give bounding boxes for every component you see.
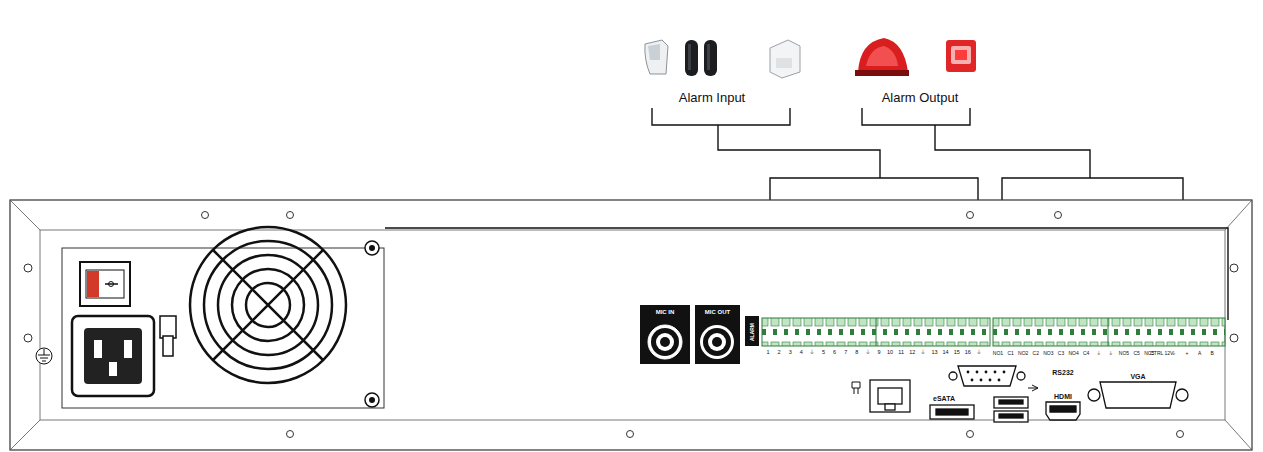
pin-label: NO3 xyxy=(1043,351,1053,356)
io-ports xyxy=(852,366,1188,422)
alarm-input-devices xyxy=(645,40,800,78)
pin-label: C5 xyxy=(1133,351,1139,356)
pin-label: 16 xyxy=(965,350,971,356)
pin-label: CTRL 12V xyxy=(1150,351,1173,356)
pin-label: NO5 xyxy=(1119,351,1129,356)
pin-label: 14 xyxy=(943,350,949,356)
panel-label: ALARM xyxy=(750,323,755,341)
pin-label: ⏚ xyxy=(977,350,981,356)
port-label: VGA xyxy=(1130,373,1145,380)
alarm-output-devices xyxy=(855,38,976,76)
pin-label: 9 xyxy=(877,350,880,356)
mic-label-box: MIC IN xyxy=(640,305,690,318)
pin-label: 10 xyxy=(887,350,893,356)
pin-label: B xyxy=(1211,351,1214,356)
pin-label: C4 xyxy=(1083,351,1089,356)
pin-label: 7 xyxy=(844,350,847,356)
pin-label: A xyxy=(1198,351,1201,356)
pin-label: 5 xyxy=(822,350,825,356)
pin-label: ⏚ xyxy=(1109,351,1113,356)
pin-label: + xyxy=(1186,351,1189,356)
pin-label: NO2 xyxy=(1018,351,1028,356)
pin-label: 1 xyxy=(766,350,769,356)
pin-label: ⏚ xyxy=(1097,351,1101,356)
pin-label: 8 xyxy=(855,350,858,356)
pin-label: C1 xyxy=(1007,351,1013,356)
pin-label: 3 xyxy=(789,350,792,356)
pin-label: ⏚ xyxy=(866,350,870,356)
terminal-blocks xyxy=(745,316,1225,346)
chassis xyxy=(10,200,1252,450)
pin-label: ⏚ xyxy=(921,350,925,356)
pin-label: C3 xyxy=(1058,351,1064,356)
callout-label: Alarm Input xyxy=(679,91,745,104)
pin-label: NO4 xyxy=(1068,351,1078,356)
mic-label: MIC IN xyxy=(656,309,675,315)
mic-label: MIC OUT xyxy=(705,309,730,315)
pin-label: 12 xyxy=(909,350,915,356)
pin-label: 11 xyxy=(898,350,904,356)
port-label: HDMI xyxy=(1054,393,1072,400)
mic-label-box: MIC OUT xyxy=(695,305,740,318)
port-label: RS232 xyxy=(1052,369,1073,376)
pin-label: 13 xyxy=(931,350,937,356)
pin-label: 4 xyxy=(800,350,803,356)
pin-label: 6 xyxy=(833,350,836,356)
pin-label: 15 xyxy=(954,350,960,356)
pin-label: 2 xyxy=(778,350,781,356)
pin-label: C2 xyxy=(1033,351,1039,356)
pin-label: ⏚ xyxy=(810,350,814,356)
pin-label: NO1 xyxy=(993,351,1003,356)
pin-label: ⏚ xyxy=(1172,351,1176,356)
callout-label: Alarm Output xyxy=(882,91,959,104)
port-label: eSATA xyxy=(933,395,955,402)
bnc-connectors xyxy=(640,318,740,364)
